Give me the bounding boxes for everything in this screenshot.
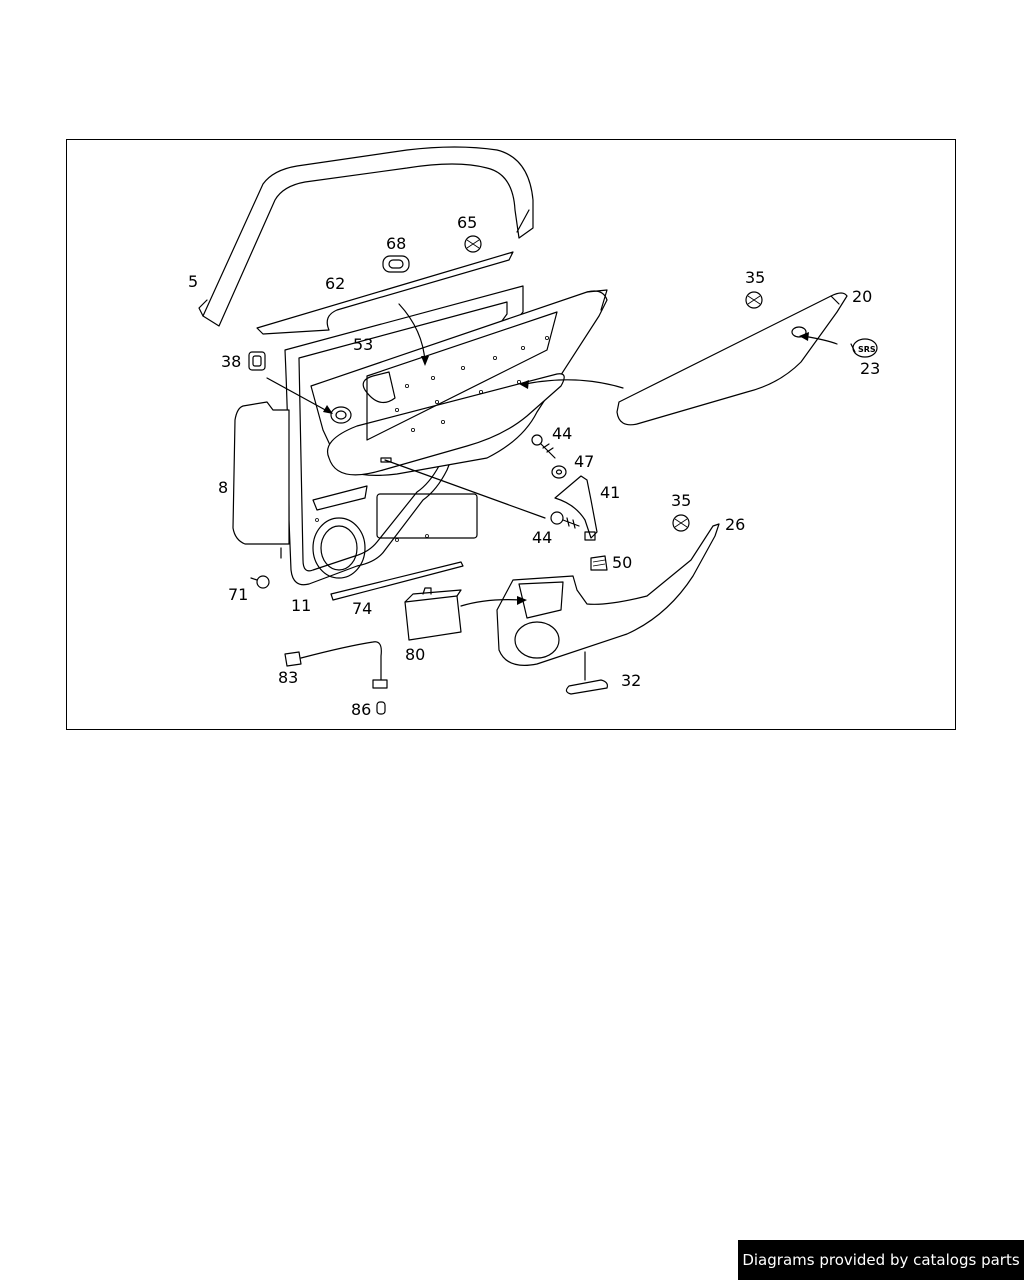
credit-banner: Diagrams provided by catalogs parts — [738, 1240, 1024, 1280]
part-65-clip — [464, 235, 482, 253]
callout-47: 47 — [574, 452, 594, 471]
part-47-washer — [551, 465, 567, 479]
part-62-upper-trim-strip — [256, 251, 514, 335]
callout-44-lower: 44 — [532, 528, 552, 547]
part-38-lock-button — [248, 351, 266, 371]
callout-11: 11 — [291, 596, 311, 615]
callout-83: 83 — [278, 668, 298, 687]
assembly-arrows — [266, 303, 838, 607]
part-71-clip — [250, 575, 270, 589]
part-44-screw-upper — [531, 434, 556, 459]
part-35-clip-upper — [745, 291, 763, 309]
part-74-strip — [330, 561, 464, 601]
parts-diagram-frame: SRS — [66, 139, 956, 730]
callout-62: 62 — [325, 274, 345, 293]
callout-26: 26 — [725, 515, 745, 534]
part-26-lower-pocket-trim — [496, 523, 720, 666]
part-32-handle-cup — [565, 651, 608, 695]
callout-23: 23 — [860, 359, 880, 378]
part-20-upper-trim — [616, 292, 848, 426]
callout-44-upper: 44 — [552, 424, 572, 443]
door-trim-panel — [310, 289, 608, 476]
callout-20: 20 — [852, 287, 872, 306]
callout-53: 53 — [353, 335, 373, 354]
callout-5: 5 — [188, 272, 198, 291]
part-35-clip-lower — [672, 514, 690, 532]
srs-badge-text: SRS — [858, 345, 876, 354]
part-86-bulb — [376, 701, 386, 715]
callout-80: 80 — [405, 645, 425, 664]
part-80-module — [404, 587, 462, 641]
callout-71: 71 — [228, 585, 248, 604]
callout-86: 86 — [351, 700, 371, 719]
part-8-water-shield — [232, 401, 290, 545]
callout-8: 8 — [218, 478, 228, 497]
callout-65: 65 — [457, 213, 477, 232]
part-23-srs-badge: SRS — [850, 338, 878, 358]
callout-32: 32 — [621, 671, 641, 690]
callout-41: 41 — [600, 483, 620, 502]
callout-38: 38 — [221, 352, 241, 371]
callout-labels: 5 68 65 62 35 20 53 38 23 8 44 47 41 35 … — [188, 213, 880, 719]
callout-68: 68 — [386, 234, 406, 253]
callout-35-upper: 35 — [745, 268, 765, 287]
callout-50: 50 — [612, 553, 632, 572]
callout-35-lower: 35 — [671, 491, 691, 510]
part-44-screw-lower — [550, 511, 580, 529]
exploded-door-diagram: SRS — [188, 146, 880, 719]
part-68-switch — [382, 255, 410, 273]
part-41-bracket — [554, 475, 598, 541]
callout-74: 74 — [352, 599, 372, 618]
part-83-wiring-harness — [284, 641, 388, 689]
part-50-clip — [590, 555, 608, 571]
part-5-window-frame-trim — [198, 146, 534, 327]
